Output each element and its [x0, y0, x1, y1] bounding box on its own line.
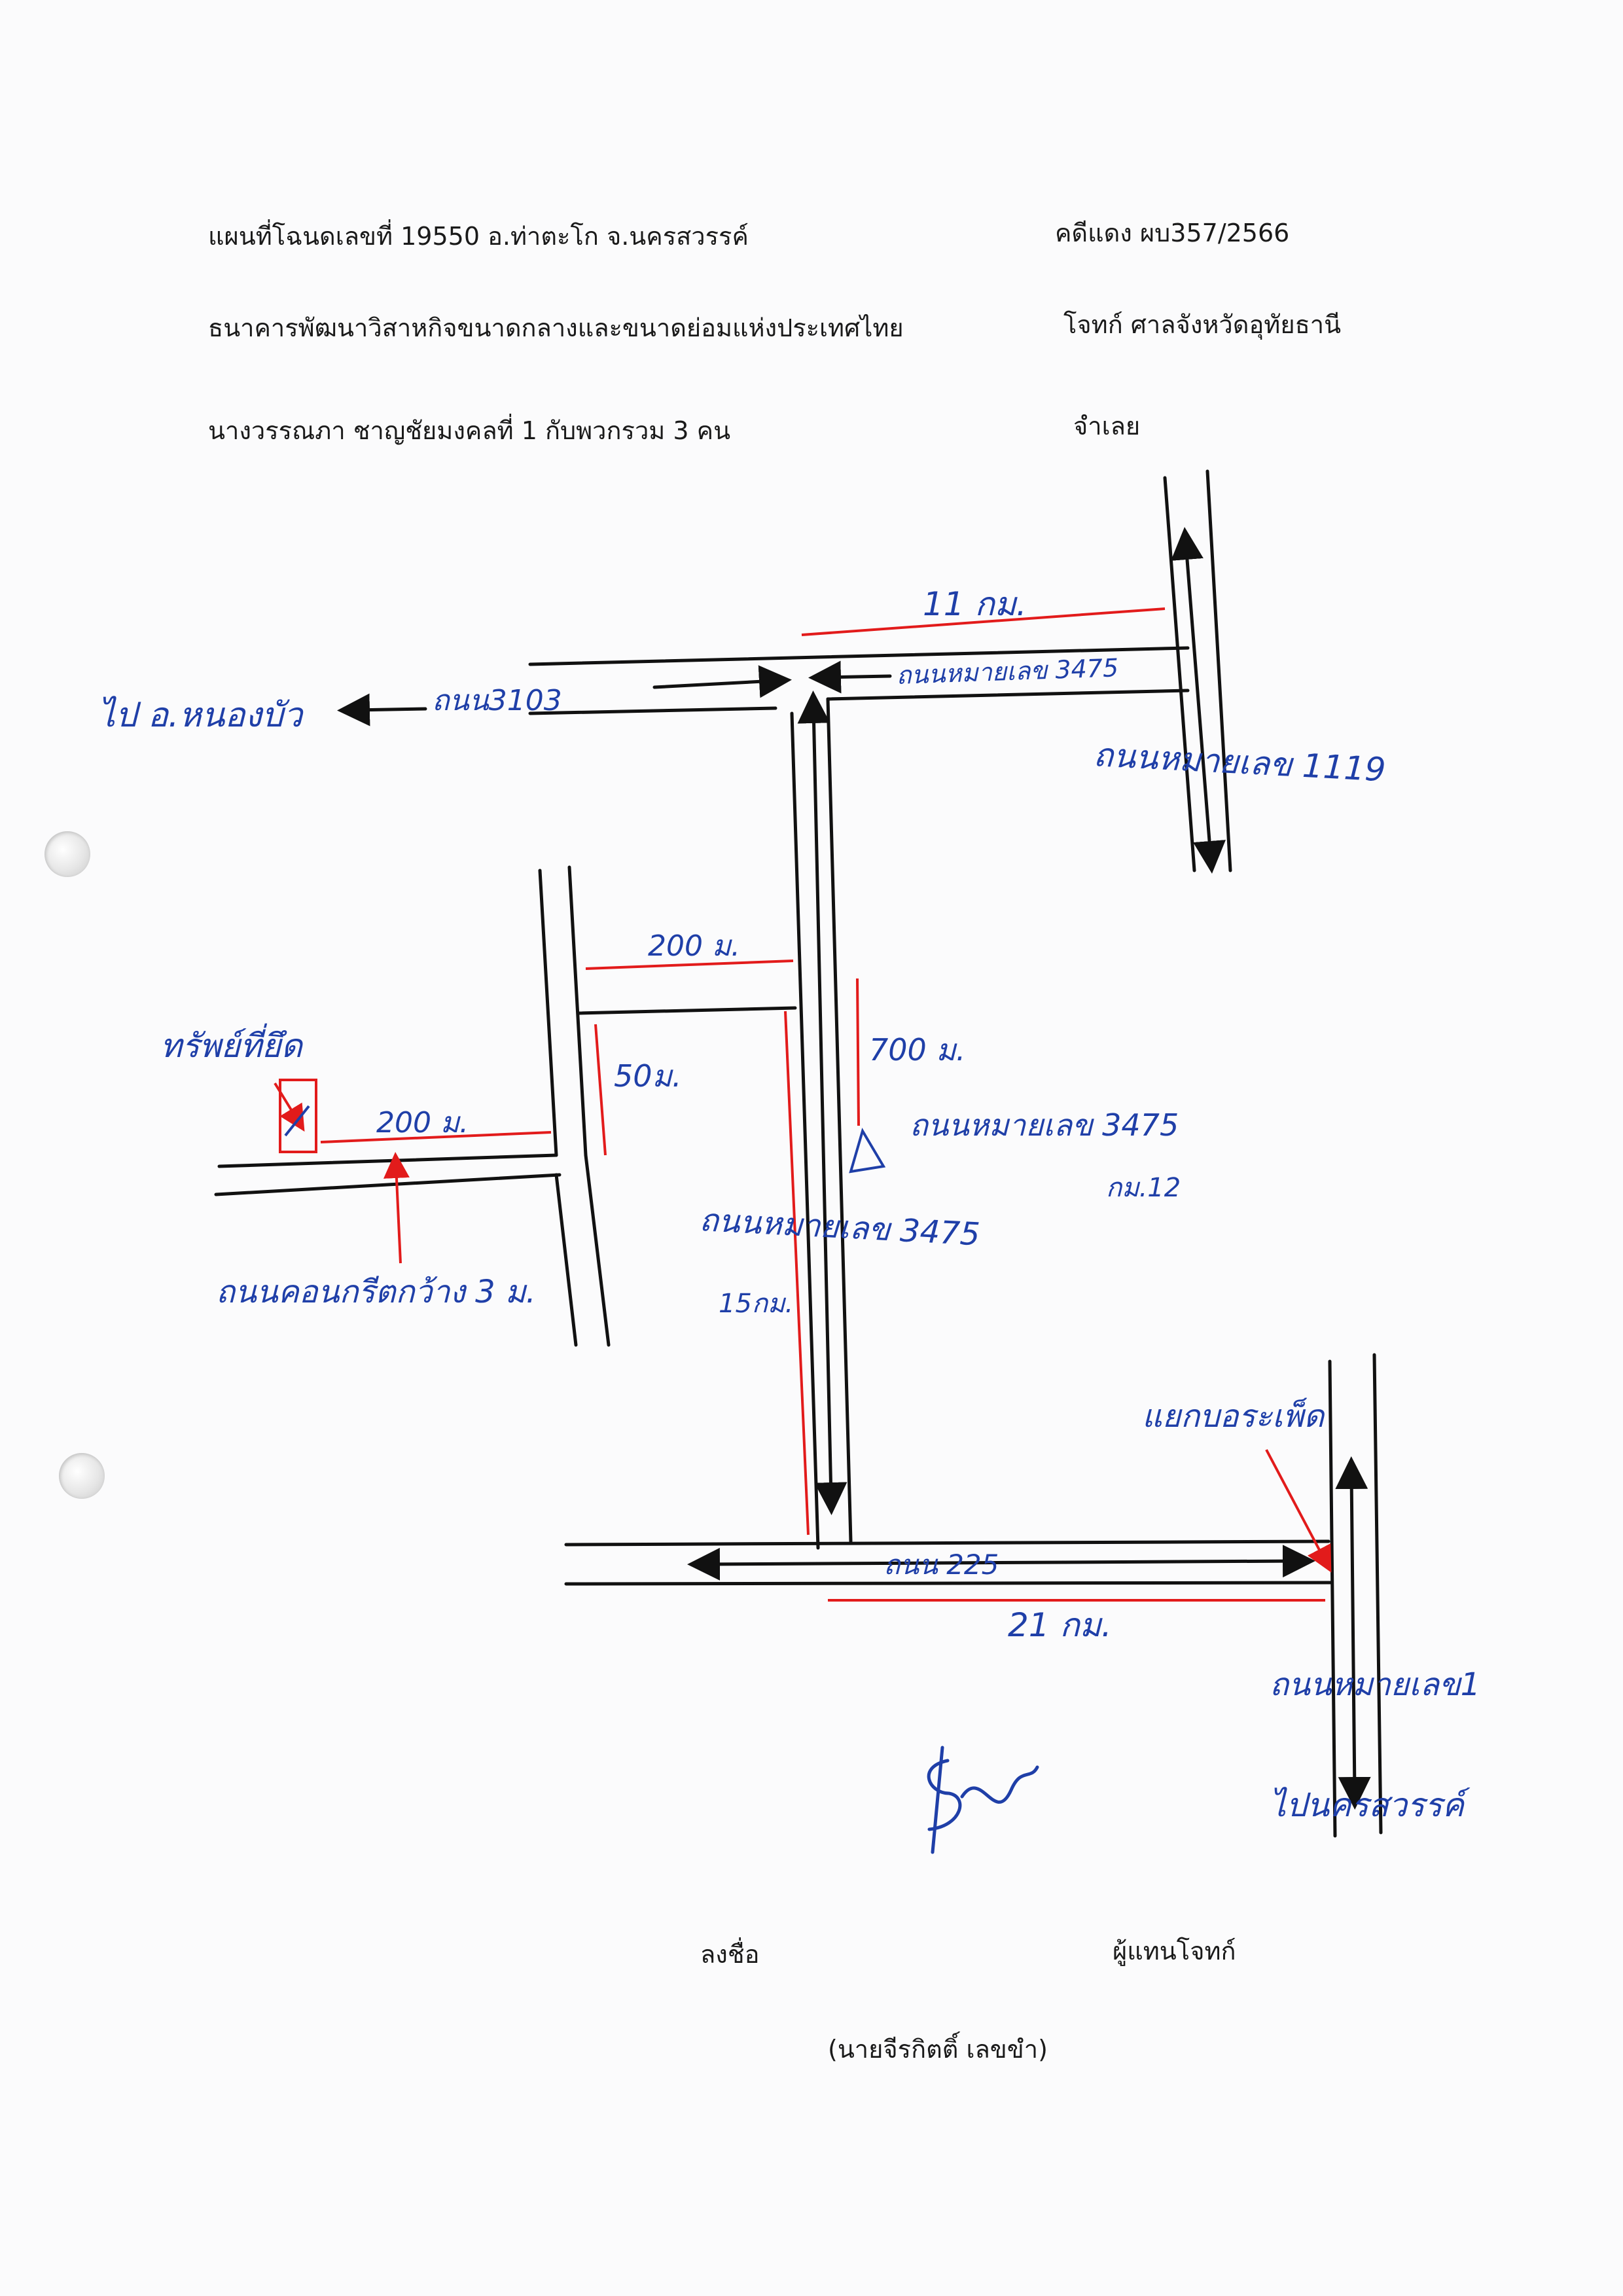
header-deed-line: แผนที่โฉนดเลขที่ 19550 อ.ท่าตะโก จ.นครสว…	[208, 222, 749, 251]
signature-scribble	[927, 1746, 1039, 1854]
dim-700m	[856, 978, 860, 1126]
label-road-3475-km12: ถนนหมายเลข 3475	[910, 1107, 1179, 1143]
label-dist-21km: 21 กม.	[1008, 1606, 1112, 1644]
label-road-1119: ถนนหมายเลข 1119	[1092, 736, 1386, 789]
label-seized-property: ทรัพย์ที่ยึด	[160, 1023, 304, 1065]
label-dist-15km: 15กม.	[719, 1289, 793, 1319]
label-road-3103: ถนน3103	[432, 684, 562, 717]
road-3103-top	[528, 646, 1190, 715]
label-road-3475-vertical: ถนนหมายเลข 3475	[698, 1202, 980, 1253]
label-dist-50m: 50ม.	[614, 1058, 681, 1094]
dim-11km	[801, 607, 1166, 636]
label-dist-700m: 700 ม.	[869, 1032, 965, 1067]
arrow-road-3475-top	[808, 660, 892, 694]
label-km12: กม.12	[1106, 1173, 1181, 1203]
punch-hole-lower	[59, 1453, 105, 1499]
header-plaintiff-line: ธนาคารพัฒนาวิสาหกิจขนาดกลางและขนาดย่อมแห…	[208, 314, 904, 342]
label-concrete-road: ถนนคอนกรีตกว้าง 3 ม.	[216, 1274, 536, 1310]
header-case-number: คดีแดง ผบ357/2566	[1055, 219, 1290, 247]
arrow-concrete-road	[383, 1152, 410, 1264]
sign-label: ลงชื่อ	[700, 1940, 760, 1969]
label-to-nong-bua: ไป อ.หนองบัว	[98, 696, 304, 735]
arrow-road-3103	[652, 665, 792, 698]
label-road-225: ถนน 225	[883, 1549, 999, 1581]
seized-property-plot	[279, 1079, 317, 1153]
header-defendant-line: นางวรรณภา ชาญชัยมงคลที่ 1 กับพวกรวม 3 คน	[208, 416, 731, 445]
label-dist-11km: 11 กม.	[923, 585, 1027, 623]
dim-200m-upper	[585, 960, 794, 970]
label-road-3475-top: ถนนหมายเลข 3475	[896, 653, 1119, 690]
header-plaintiff-role: โจทก์ ศาลจังหวัดอุทัยธานี	[1063, 310, 1342, 339]
dim-50m	[594, 1024, 607, 1156]
header-defendant-role: จำเลย	[1073, 412, 1141, 440]
label-intersection: แยกบอระเพ็ด	[1142, 1397, 1326, 1435]
arrow-to-nong-bua	[337, 693, 427, 726]
label-to-nakhon-sawan: ไปนครสวรรค์	[1270, 1786, 1471, 1824]
label-dist-200m-upper: 200 ม.	[648, 929, 740, 963]
landmark-triangle-icon	[849, 1128, 886, 1174]
road-3475-vertical	[790, 691, 853, 1550]
seized-property-mark	[284, 1105, 310, 1137]
dim-200m-lower	[320, 1131, 552, 1143]
label-road-1: ถนนหมายเลข1	[1270, 1666, 1480, 1703]
label-dist-200m-lower: 200 ม.	[376, 1106, 469, 1139]
punch-hole-upper	[45, 831, 90, 877]
road-1	[1328, 1353, 1383, 1838]
road-1119	[1163, 469, 1232, 874]
road-225	[564, 1539, 1334, 1586]
signer-role: ผู้แทนโจทก์	[1113, 1937, 1236, 1965]
dim-15km	[784, 1011, 810, 1535]
arrow-intersection	[1265, 1449, 1332, 1573]
signer-name: (นายจีรกิตติ์ เลขขำ)	[828, 2035, 1048, 2064]
arrow-seized-property	[274, 1082, 305, 1132]
